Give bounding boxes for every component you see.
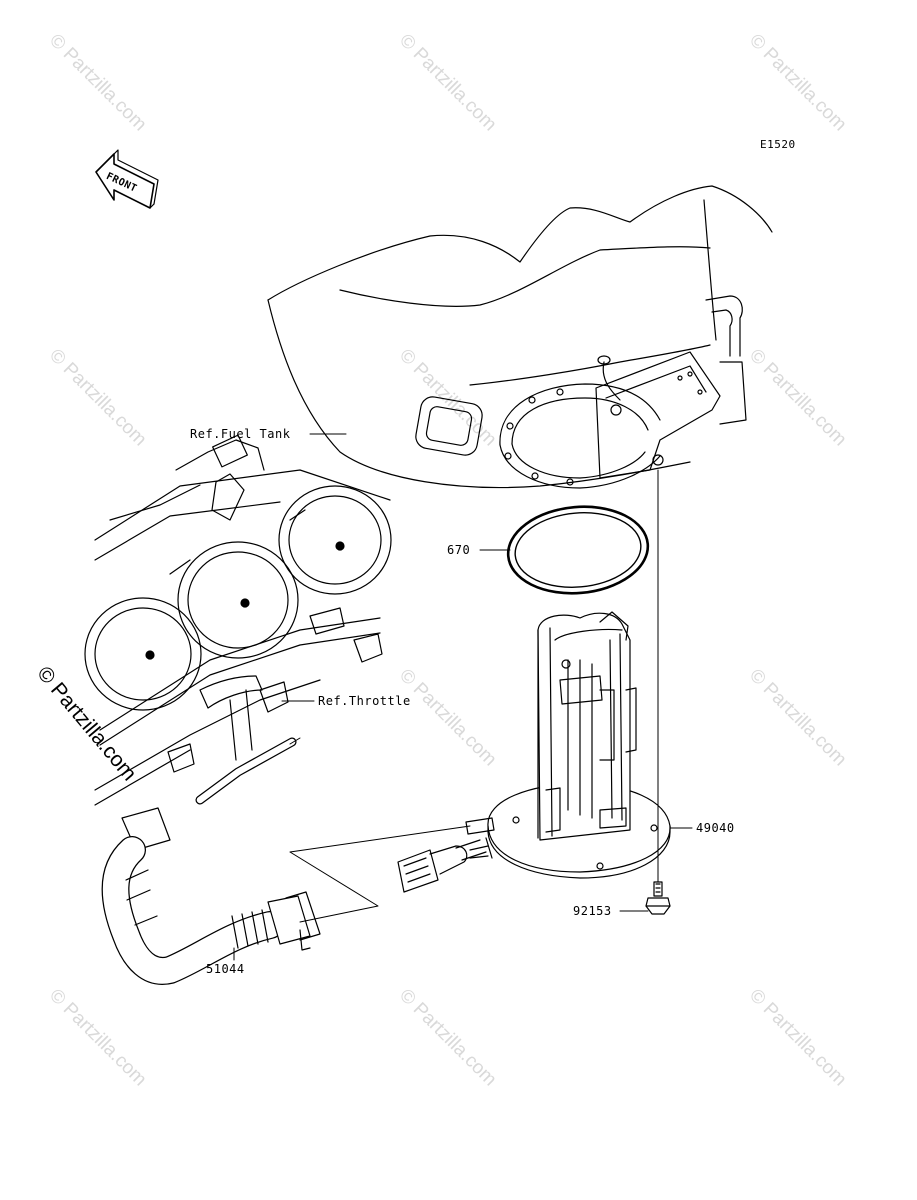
diagram-code: E1520 [760,138,796,151]
fuel-pump-49040 [397,611,671,893]
callout-fuel-pump: 49040 [696,821,735,835]
front-arrow-icon [95,149,159,209]
callout-bolt: 92153 [573,904,612,918]
callout-fuel-tank: Ref.Fuel Tank [190,427,291,441]
bolt-92153 [645,881,671,915]
throttle-body-assembly [84,434,392,806]
fuel-tank-outline [267,185,773,489]
gasket-670 [506,505,650,595]
callout-hose: 51044 [206,962,245,976]
callout-gasket: 670 [447,543,471,557]
callout-throttle: Ref.Throttle [318,694,411,708]
leader-lines [233,433,693,961]
hose-51044 [101,807,321,985]
